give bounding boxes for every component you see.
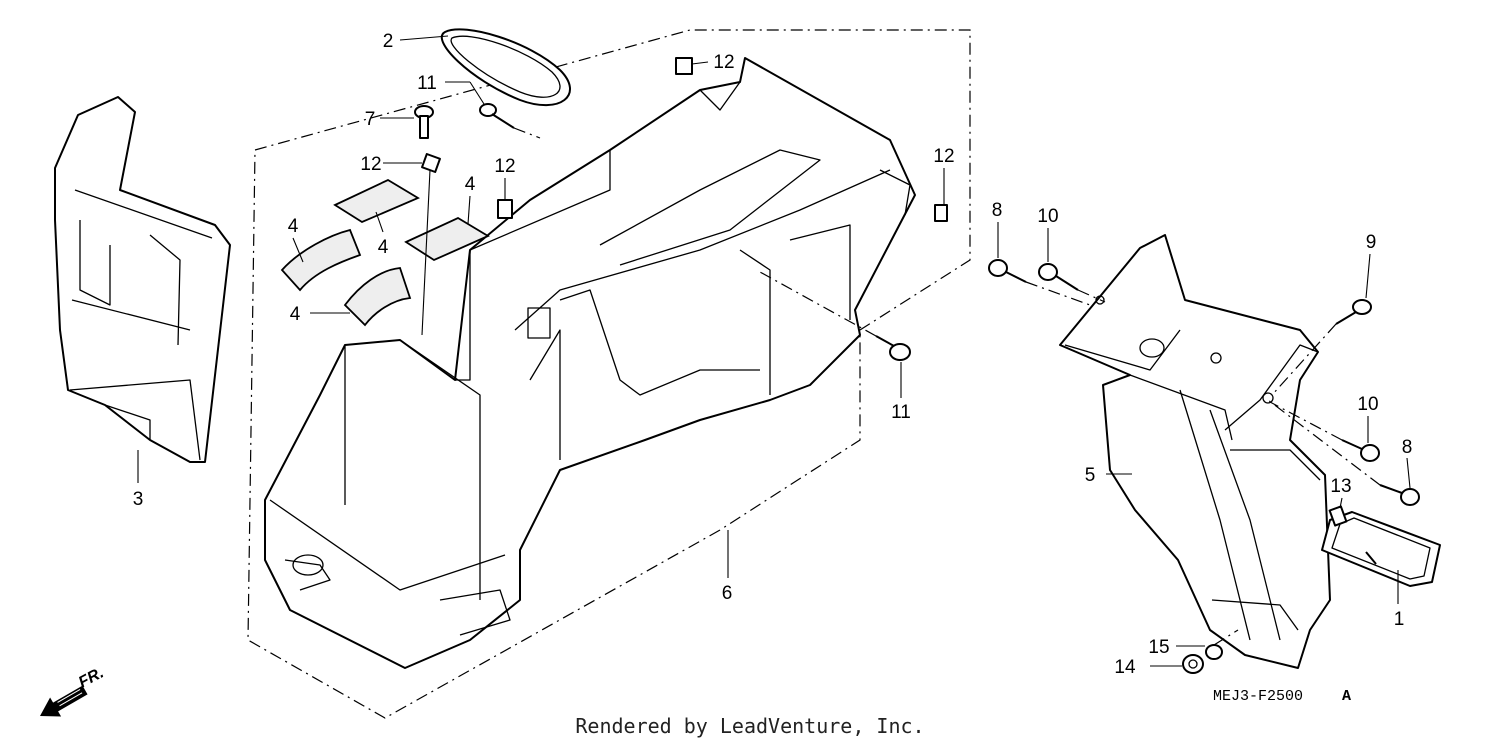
callout-12: 12 xyxy=(494,156,515,177)
callout-7: 7 xyxy=(365,109,376,130)
bolt-11-right xyxy=(875,335,911,361)
callout-11: 11 xyxy=(417,73,437,94)
part-3-front-panel xyxy=(54,96,231,463)
part-2-seal xyxy=(440,28,571,107)
bolt-8-lower xyxy=(1379,484,1420,506)
part-6-rear-inner-fender xyxy=(264,57,916,669)
assembly-frame xyxy=(247,29,971,719)
callout-4: 4 xyxy=(288,216,299,237)
drawing-code-suffix: A xyxy=(1342,688,1351,705)
bolt-10-lower xyxy=(1341,439,1380,462)
callout-12: 12 xyxy=(360,154,381,175)
callout-5: 5 xyxy=(1085,465,1096,486)
callout-12: 12 xyxy=(713,52,734,73)
callout-3: 3 xyxy=(133,489,144,510)
front-arrow-icon xyxy=(40,685,88,717)
callout-14: 14 xyxy=(1114,657,1136,678)
drawing-code: MEJ3-F2500 A xyxy=(1213,688,1351,705)
callout-labels: 2 12 11 7 12 12 4 4 4 4 3 12 8 10 9 11 6… xyxy=(133,31,1413,678)
callout-4: 4 xyxy=(290,304,301,325)
callout-13: 13 xyxy=(1330,476,1351,497)
bolt-11-top xyxy=(479,103,515,129)
drawing-code-text: MEJ3-F2500 xyxy=(1213,688,1303,705)
callout-9: 9 xyxy=(1366,232,1377,253)
callout-12: 12 xyxy=(933,146,954,167)
clip-12-right xyxy=(934,204,948,222)
bolt-7 xyxy=(414,105,434,139)
bolt-8-top xyxy=(988,259,1027,283)
washer-15 xyxy=(1205,644,1223,660)
callout-4: 4 xyxy=(378,237,389,258)
callout-8: 8 xyxy=(992,200,1003,221)
screw-13 xyxy=(1328,505,1348,527)
callout-2: 2 xyxy=(383,31,394,52)
bolt-10-top xyxy=(1038,263,1079,291)
callout-10: 10 xyxy=(1037,206,1058,227)
callout-8: 8 xyxy=(1402,437,1413,458)
clip-12-mid xyxy=(497,199,513,219)
part-1-reflector xyxy=(1321,511,1441,587)
callout-15: 15 xyxy=(1148,637,1169,658)
nut-12-top xyxy=(421,153,441,173)
callout-11: 11 xyxy=(891,402,911,423)
bolt-9 xyxy=(1335,299,1372,325)
part-5-rear-fender xyxy=(1059,234,1331,669)
render-credit: Rendered by LeadVenture, Inc. xyxy=(575,714,925,738)
callout-10: 10 xyxy=(1357,394,1378,415)
callout-1: 1 xyxy=(1394,609,1405,630)
nut-14 xyxy=(1182,654,1204,674)
clip-12-upper xyxy=(675,57,693,75)
leader-lines xyxy=(137,35,1411,667)
callout-4: 4 xyxy=(465,174,476,195)
callout-6: 6 xyxy=(722,583,733,604)
